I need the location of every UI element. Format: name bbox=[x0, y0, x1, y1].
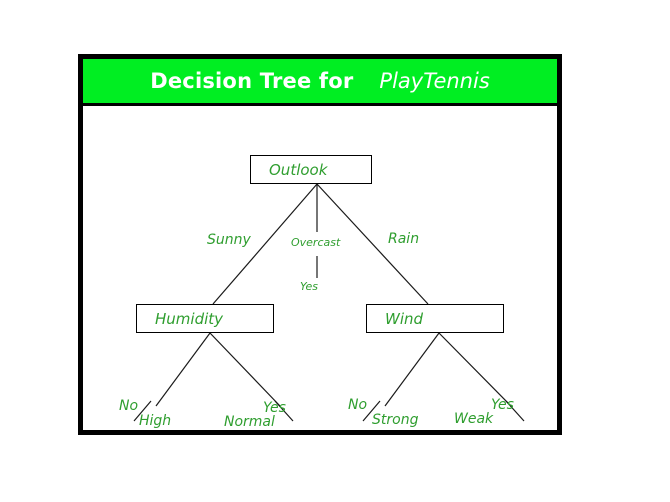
edge-wind-strong bbox=[384, 332, 440, 407]
edge-label-normal: Normal bbox=[224, 414, 275, 430]
tree-edge-layer bbox=[155, 183, 512, 407]
leaf-high-no: No bbox=[119, 398, 139, 414]
title-banner: Decision Tree for PlayTennis bbox=[83, 59, 557, 106]
edge-wind-weak bbox=[438, 332, 512, 407]
decision-tree: Outlook Humidity Wind Sunny Overcast Rai… bbox=[83, 106, 557, 430]
edge-label-high: High bbox=[139, 413, 172, 429]
node-humidity[interactable]: Humidity bbox=[136, 304, 274, 333]
slide-frame: Decision Tree for PlayTennis Outlook bbox=[78, 54, 562, 435]
edge-humidity-normal bbox=[209, 332, 281, 407]
edge-label-strong: Strong bbox=[372, 412, 419, 428]
leaf-strong-no: No bbox=[348, 397, 368, 413]
edge-humidity-high bbox=[155, 332, 211, 407]
edge-label-rain: Rain bbox=[388, 231, 420, 247]
leaf-overcast-yes: Yes bbox=[300, 280, 319, 293]
node-outlook[interactable]: Outlook bbox=[250, 155, 372, 184]
edge-label-sunny: Sunny bbox=[207, 232, 251, 248]
page-title: Decision Tree for bbox=[150, 69, 354, 93]
page-title-emphasis: PlayTennis bbox=[379, 69, 490, 93]
node-wind[interactable]: Wind bbox=[366, 304, 504, 333]
edge-outlook-rain bbox=[316, 183, 429, 305]
leaf-normal-yes: Yes bbox=[263, 400, 286, 416]
edge-label-overcast: Overcast bbox=[291, 236, 341, 249]
edge-outlook-sunny bbox=[212, 183, 318, 305]
edge-label-weak: Weak bbox=[454, 411, 494, 427]
leaf-weak-yes: Yes bbox=[491, 397, 514, 413]
